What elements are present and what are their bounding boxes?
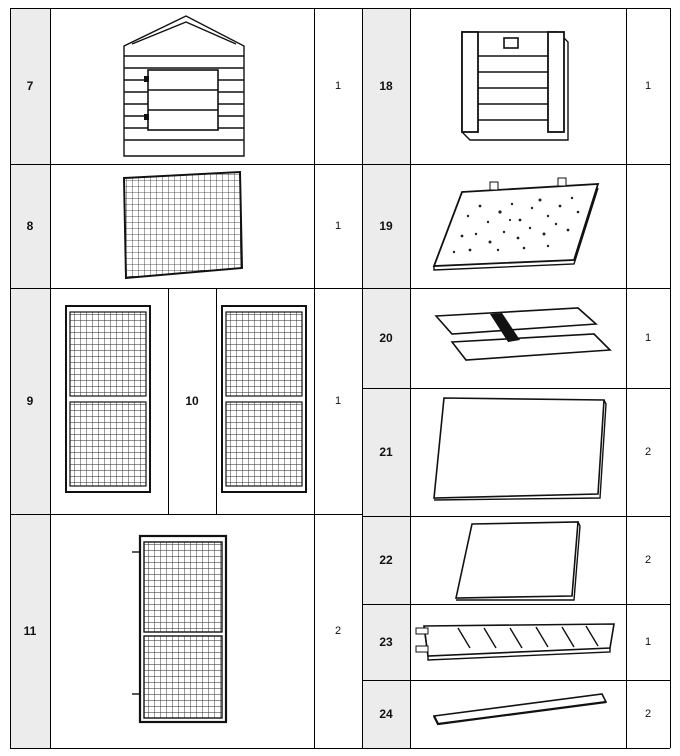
quantity: 1	[644, 332, 652, 344]
mesh-door-panel-icon	[65, 305, 151, 493]
wooden-batten-icon	[432, 693, 608, 726]
flat-board-icon	[433, 397, 607, 501]
quantity	[626, 164, 670, 288]
part-number: 11	[23, 624, 37, 638]
quantity: 2	[644, 554, 652, 566]
quantity: 2	[644, 446, 652, 458]
quantity: 2	[334, 625, 342, 637]
label-column-left	[10, 8, 50, 748]
quantity: 1	[334, 395, 342, 407]
part-number: 8	[26, 219, 34, 233]
part-number: 22	[379, 553, 393, 567]
part-number: 10	[185, 394, 199, 408]
part-number: 9	[26, 394, 34, 408]
part-number: 23	[379, 635, 393, 649]
quantity: 2	[644, 708, 652, 720]
part-number: 20	[379, 331, 393, 345]
label-column-right	[362, 8, 410, 748]
part-number: 7	[26, 79, 34, 93]
part-number: 19	[379, 219, 393, 233]
mesh-door-panel-icon	[221, 305, 307, 493]
quantity: 1	[644, 80, 652, 92]
small-flat-board-icon	[455, 521, 581, 601]
ramp-with-slats-icon	[415, 623, 615, 661]
felt-roof-board-icon	[432, 177, 600, 271]
quantity: 1	[334, 220, 342, 232]
part-number: 21	[379, 445, 393, 459]
mesh-panel-icon	[122, 170, 244, 280]
plank-pair-icon	[434, 307, 612, 361]
slatted-panel-icon	[461, 31, 569, 141]
part-number: 18	[379, 79, 393, 93]
part-number: 24	[379, 707, 393, 721]
quantity: 1	[334, 80, 342, 92]
quantity: 1	[644, 636, 652, 648]
tall-mesh-door-icon	[132, 534, 228, 724]
gable-wall-with-window-icon	[123, 15, 245, 157]
